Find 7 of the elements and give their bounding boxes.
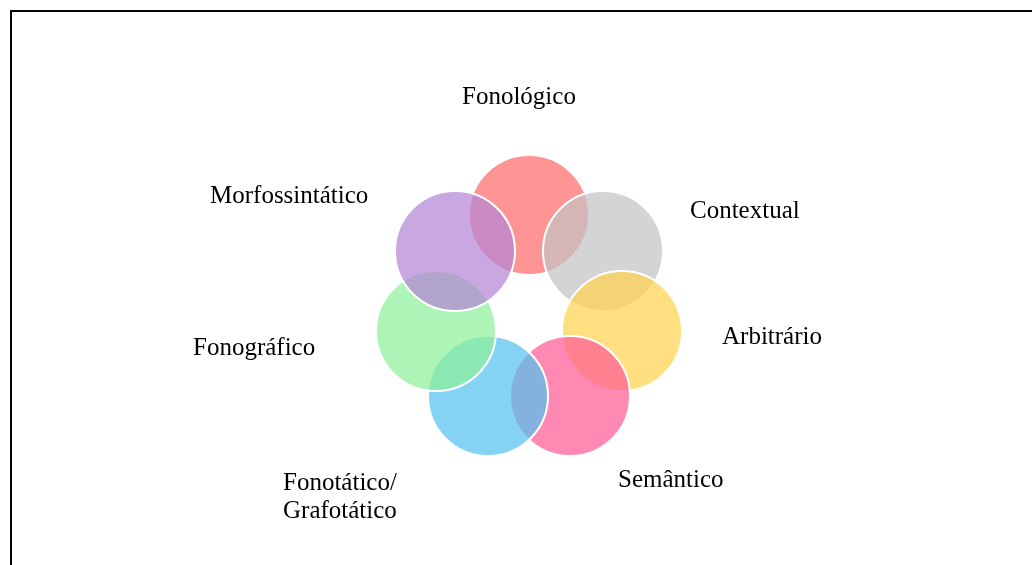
circle-label: Morfossintático — [210, 181, 370, 209]
circle-label: Fonológico — [462, 82, 577, 110]
circle-label: Fonográfico — [193, 333, 317, 361]
circle-label: Semântico — [618, 465, 725, 493]
circle-label: Arbitrário — [722, 322, 823, 350]
circle-label: Contextual — [690, 196, 801, 224]
circle-label: Fonotático/ Grafotático — [283, 468, 398, 524]
